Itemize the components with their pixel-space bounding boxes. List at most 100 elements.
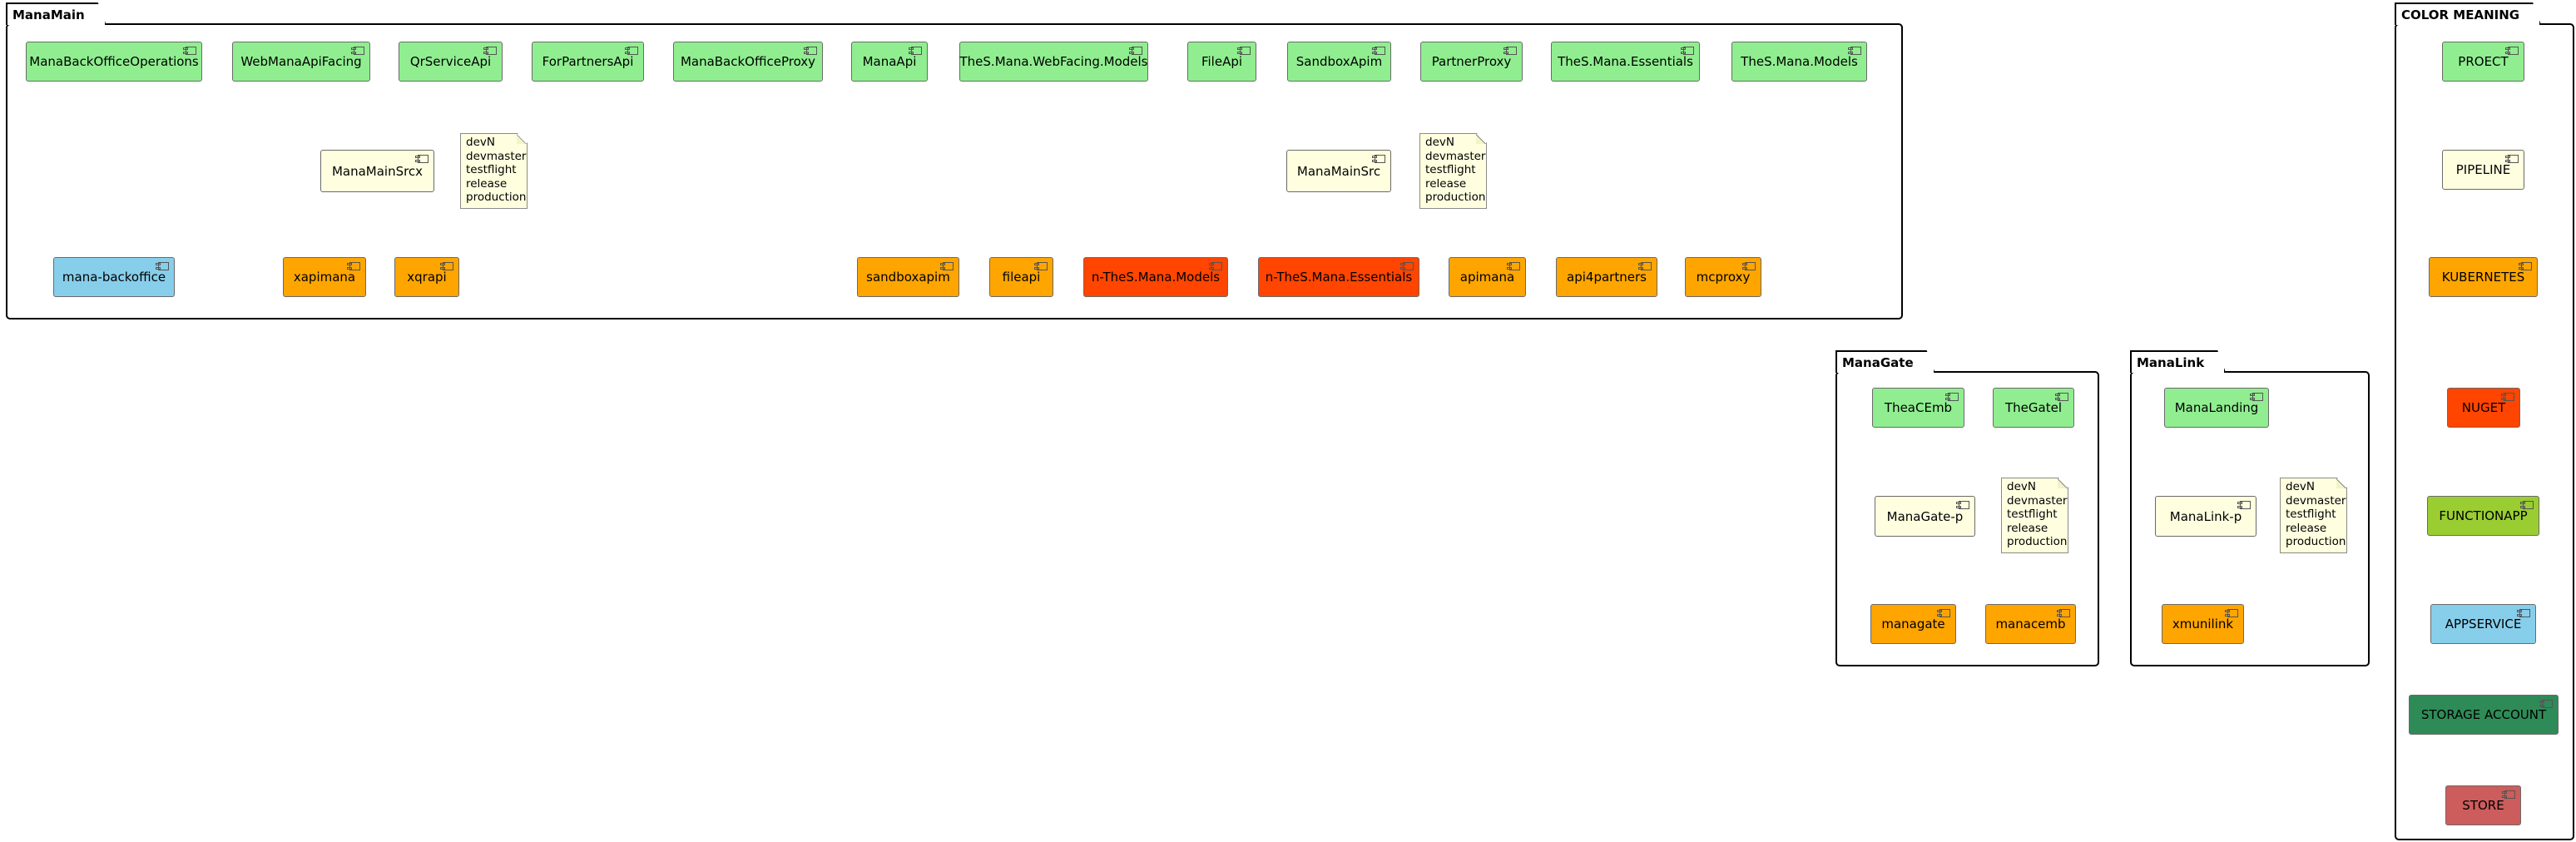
note-line: devmaster xyxy=(1425,149,1486,163)
component-thes-essentials[interactable]: TheS.Mana.Essentials xyxy=(1551,42,1700,82)
component-label: QrServiceApi xyxy=(409,54,492,69)
component-icon xyxy=(1129,47,1142,55)
component-fileapi[interactable]: FileApi xyxy=(1187,42,1256,82)
component-mana-backoffice[interactable]: mana-backoffice xyxy=(53,257,175,297)
component-label: TheGatel xyxy=(2005,400,2062,415)
component-icon xyxy=(1372,47,1385,55)
legend-kubernetes: KUBERNETES xyxy=(2429,257,2538,297)
legend-label: STORAGE ACCOUNT xyxy=(2420,707,2547,722)
component-sandboxapim-k8s[interactable]: sandboxapim xyxy=(857,257,959,297)
component-icon xyxy=(2055,393,2068,401)
component-icon xyxy=(2520,501,2534,509)
component-label: ManaMainSrc xyxy=(1296,163,1381,179)
component-icon xyxy=(1503,47,1517,55)
component-manabackofficeoperations[interactable]: ManaBackOfficeOperations xyxy=(26,42,202,82)
component-label: TheS.Mana.Essentials xyxy=(1558,54,1693,69)
note-line: devN xyxy=(1425,136,1454,149)
component-label: ManaMainSrcx xyxy=(331,163,424,179)
note-line: testflight xyxy=(1425,163,1476,176)
component-thes-models[interactable]: TheS.Mana.Models xyxy=(1731,42,1867,82)
component-label: managate xyxy=(1881,617,1945,632)
component-manabackofficeproxy[interactable]: ManaBackOfficeProxy xyxy=(673,42,823,82)
note-line: production xyxy=(2286,535,2346,548)
component-icon xyxy=(2502,790,2515,799)
legend-project: PROECT xyxy=(2442,42,2524,82)
component-thes-webfacing-models[interactable]: TheS.Mana.WebFacing.Models xyxy=(959,42,1148,82)
legend-storage-account: STORAGE ACCOUNT xyxy=(2409,695,2559,735)
component-manacemb-k8s[interactable]: manacemb xyxy=(1985,604,2076,644)
note-branches-src: devN devmaster testflight release produc… xyxy=(1419,133,1487,209)
component-icon xyxy=(625,47,638,55)
legend-label: NUGET xyxy=(2461,400,2506,415)
component-label: TheaCEmb xyxy=(1884,400,1953,415)
component-icon xyxy=(940,262,954,270)
legend-label: STORE xyxy=(2462,798,2504,813)
legend-label: KUBERNETES xyxy=(2441,270,2525,285)
component-label: n-TheS.Mana.Essentials xyxy=(1265,270,1413,285)
component-icon xyxy=(2519,262,2532,270)
component-label: manacemb xyxy=(1995,617,2066,632)
component-icon xyxy=(1945,393,1959,401)
component-label: xqrapi xyxy=(407,270,447,285)
note-line: production xyxy=(2007,535,2068,548)
component-xqrapi[interactable]: xqrapi xyxy=(394,257,459,297)
component-icon xyxy=(2225,609,2238,617)
component-label: sandboxapim xyxy=(866,270,950,285)
component-manalanding[interactable]: ManaLanding xyxy=(2164,388,2269,428)
component-label: api4partners xyxy=(1567,270,1647,285)
component-managate-p[interactable]: ManaGate-p xyxy=(1875,496,1975,537)
component-qrserviceapi[interactable]: QrServiceApi xyxy=(399,42,503,82)
component-thegatel[interactable]: TheGatel xyxy=(1993,388,2074,428)
component-api4partners[interactable]: api4partners xyxy=(1556,257,1657,297)
component-n-thes-models[interactable]: n-TheS.Mana.Models xyxy=(1083,257,1228,297)
component-managate-k8s[interactable]: managate xyxy=(1870,604,1956,644)
component-fileapi-k8s[interactable]: fileapi xyxy=(989,257,1053,297)
component-icon xyxy=(804,47,817,55)
component-label: ManaLink-p xyxy=(2169,508,2242,524)
component-manamainsrc[interactable]: ManaMainSrc xyxy=(1286,150,1391,192)
component-apimana[interactable]: apimana xyxy=(1449,257,1526,297)
component-label: ManaLanding xyxy=(2174,400,2259,415)
component-n-thes-essentials[interactable]: n-TheS.Mana.Essentials xyxy=(1258,257,1419,297)
note-line: testflight xyxy=(466,163,517,176)
component-xapimana[interactable]: xapimana xyxy=(283,257,366,297)
legend-store: STORE xyxy=(2445,785,2521,825)
note-line: testflight xyxy=(2007,508,2058,521)
component-icon xyxy=(156,262,169,270)
component-icon xyxy=(1937,609,1950,617)
component-label: xmunilink xyxy=(2172,617,2234,632)
component-icon xyxy=(351,47,364,55)
note-line: devmaster xyxy=(466,149,527,163)
legend-label: PIPELINE xyxy=(2455,162,2511,177)
component-icon xyxy=(2539,700,2553,708)
component-label: SandboxApim xyxy=(1295,54,1383,69)
component-icon xyxy=(909,47,922,55)
component-forpartnersapi[interactable]: ForPartnersApi xyxy=(532,42,644,82)
component-webmanaapifacing[interactable]: WebManaApiFacing xyxy=(232,42,370,82)
note-line: production xyxy=(466,191,527,204)
component-theacemb[interactable]: TheaCEmb xyxy=(1872,388,1964,428)
component-partnerproxy[interactable]: PartnerProxy xyxy=(1420,42,1523,82)
component-manaapi[interactable]: ManaApi xyxy=(851,42,928,82)
component-manamainsrcx[interactable]: ManaMainSrcx xyxy=(320,150,434,192)
component-icon xyxy=(2505,155,2519,163)
note-line: release xyxy=(1425,176,1467,191)
note-line: devN xyxy=(2007,480,2036,493)
component-label: TheS.Mana.Models xyxy=(1741,54,1858,69)
component-manalink-p[interactable]: ManaLink-p xyxy=(2155,496,2256,537)
package-title: ManaMain xyxy=(6,2,107,25)
component-icon xyxy=(1681,47,1694,55)
component-icon xyxy=(2250,393,2263,401)
note-line: devN xyxy=(466,136,495,149)
component-icon xyxy=(1956,501,1969,509)
component-mcproxy[interactable]: mcproxy xyxy=(1685,257,1761,297)
legend-pipeline: PIPELINE xyxy=(2442,150,2524,190)
component-label: n-TheS.Mana.Models xyxy=(1091,270,1221,285)
component-icon xyxy=(1742,262,1756,270)
component-sandboxapim[interactable]: SandboxApim xyxy=(1287,42,1391,82)
note-line: devmaster xyxy=(2286,493,2346,508)
component-label: mana-backoffice xyxy=(62,270,166,285)
legend-label: PROECT xyxy=(2458,54,2509,69)
component-icon xyxy=(1848,47,1861,55)
component-xmunilink[interactable]: xmunilink xyxy=(2162,604,2244,644)
